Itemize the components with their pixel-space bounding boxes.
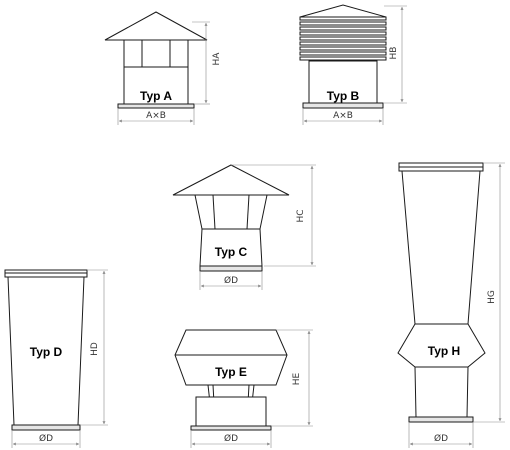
typ-b-base-dimension bbox=[302, 108, 384, 125]
typ-b-height-dimension bbox=[384, 5, 407, 104]
typ-d-height-label: HD bbox=[90, 342, 100, 356]
unit-typ-b: Typ B HB A×B bbox=[299, 4, 407, 125]
typ-b-drawing bbox=[299, 4, 387, 109]
unit-typ-a: Typ A HA A×B bbox=[104, 11, 222, 125]
unit-typ-h: Typ H HG ØD bbox=[397, 162, 505, 448]
typ-h-drawing bbox=[397, 162, 486, 423]
typ-a-height-label: HA bbox=[212, 52, 222, 66]
typ-e-drawing bbox=[174, 329, 288, 431]
typ-h-height-dimension bbox=[473, 162, 505, 423]
typ-a-height-dimension bbox=[192, 21, 210, 105]
typ-e-base-label: ØD bbox=[224, 433, 238, 444]
typ-e-height-dimension bbox=[271, 329, 313, 427]
typ-d-base-dimension bbox=[11, 430, 81, 448]
typ-h-base-dimension bbox=[408, 422, 474, 448]
typ-d-drawing bbox=[4, 269, 88, 431]
typ-a-base-dimension bbox=[117, 108, 195, 125]
typ-h-height-label: HG bbox=[487, 290, 497, 304]
typ-b-height-label: HB bbox=[389, 47, 399, 60]
typ-e-height-label: HE bbox=[292, 372, 302, 385]
typ-c-height-label: HC bbox=[296, 209, 306, 222]
typ-c-drawing bbox=[172, 164, 290, 272]
typ-d-base-label: ØD bbox=[39, 433, 53, 444]
typ-a-label: Typ A bbox=[140, 89, 172, 103]
typ-c-height-dimension bbox=[231, 164, 316, 267]
typ-a-base-label: A×B bbox=[146, 111, 166, 121]
typ-b-label: Typ B bbox=[327, 89, 360, 103]
unit-typ-d: Typ D HD ØD bbox=[4, 269, 108, 448]
typ-c-label: Typ C bbox=[215, 245, 248, 259]
typ-e-base-dimension bbox=[190, 430, 272, 448]
typ-h-base-label: ØD bbox=[434, 433, 448, 444]
typ-e-label: Typ E bbox=[215, 365, 247, 379]
typ-a-drawing bbox=[104, 11, 208, 109]
typ-d-height-dimension bbox=[80, 269, 108, 426]
typ-h-label: Typ H bbox=[428, 344, 460, 358]
typ-c-base-label: ØD bbox=[224, 275, 238, 286]
typ-d-label: Typ D bbox=[30, 345, 63, 359]
typ-c-base-dimension bbox=[199, 271, 263, 290]
unit-typ-e: Typ E HE ØD bbox=[174, 329, 313, 448]
unit-typ-c: Typ C HC ØD bbox=[172, 164, 316, 290]
typ-b-base-label: A×B bbox=[333, 111, 353, 121]
